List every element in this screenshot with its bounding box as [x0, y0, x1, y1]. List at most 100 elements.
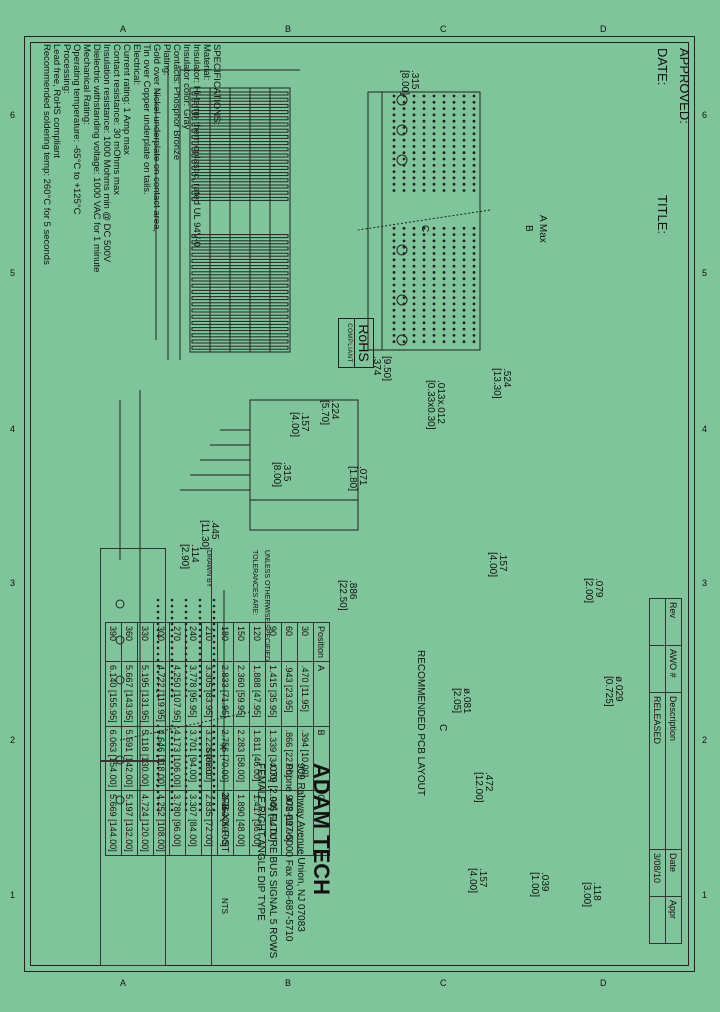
pcb-hole — [170, 724, 174, 728]
contact-hole — [392, 170, 396, 174]
contact-hole — [432, 321, 436, 325]
pcb-hole — [184, 610, 188, 614]
tail-pin — [191, 147, 289, 152]
revision-cell — [649, 645, 666, 693]
dim-label: [12.00] — [473, 772, 484, 803]
contact-hole — [412, 138, 416, 142]
contact-hole — [412, 132, 416, 136]
contact-hole — [462, 321, 466, 325]
pcb-hole — [198, 628, 202, 632]
contact-hole — [462, 308, 466, 312]
pcb-hole — [198, 634, 202, 638]
pcb-hole — [156, 682, 160, 686]
tail-pin — [191, 345, 289, 350]
contact-hole — [412, 157, 416, 161]
contact-hole — [392, 321, 396, 325]
contact-hole — [472, 258, 476, 262]
contact-hole — [442, 308, 446, 312]
contact-hole — [392, 132, 396, 136]
pcb-hole — [212, 658, 216, 662]
part-description-2: FEMALE RIGHT ANGLE DIP TYPE — [255, 763, 266, 921]
contact-hole — [472, 308, 476, 312]
pcb-hole — [212, 760, 216, 764]
pcb-hole — [170, 808, 174, 812]
contact-hole — [432, 277, 436, 281]
dim-label: .315 — [281, 462, 292, 482]
pcb-hole — [212, 772, 216, 776]
contact-hole — [472, 151, 476, 155]
contact-hole — [472, 157, 476, 161]
dim-label: [11.30] — [199, 520, 210, 550]
contact-hole — [472, 245, 476, 249]
contact-hole — [422, 245, 426, 249]
mounting-hole — [396, 334, 408, 346]
contact-hole — [422, 296, 426, 300]
contact-hole — [462, 258, 466, 262]
dim-label: C — [437, 724, 448, 732]
dim-label: [4.00] — [289, 412, 300, 438]
mounting-hole — [396, 124, 408, 136]
pcb-hole — [156, 616, 160, 620]
contact-hole — [392, 182, 396, 186]
pcb-hole — [170, 742, 174, 746]
dim-label: .157 — [477, 868, 488, 888]
zone-letter: B — [285, 24, 292, 34]
zone-letter: B — [285, 978, 292, 988]
pcb-hole — [184, 790, 188, 794]
pcb-hole — [198, 676, 202, 680]
pcb-hole — [212, 730, 216, 734]
contact-hole — [422, 157, 426, 161]
contact-hole — [392, 163, 396, 167]
contact-hole — [472, 283, 476, 287]
pcb-hole — [156, 802, 160, 806]
tail-pin — [191, 134, 289, 139]
mounting-hole — [396, 94, 408, 106]
pcb-hole — [156, 634, 160, 638]
pcb-hole — [170, 778, 174, 782]
contact-hole — [462, 107, 466, 110]
zone-letter: C — [440, 24, 447, 34]
contact-hole — [462, 94, 466, 98]
pcb-hole — [156, 772, 160, 776]
pcb-hole — [212, 766, 216, 770]
contact-hole — [392, 113, 396, 117]
pcb-hole — [184, 802, 188, 806]
contact-holes — [392, 94, 476, 344]
contact-hole — [472, 170, 476, 174]
pcb-hole — [198, 766, 202, 770]
contact-hole — [462, 126, 466, 129]
contact-hole — [442, 100, 446, 104]
contact-hole — [432, 340, 436, 344]
contact-hole — [422, 132, 426, 136]
tail-pin — [191, 196, 289, 201]
pcb-hole — [156, 766, 160, 770]
contact-hole — [452, 245, 456, 249]
contact-hole — [472, 271, 476, 274]
contact-hole — [392, 277, 396, 281]
pcb-hole — [170, 604, 174, 608]
pcb-hole — [156, 790, 160, 794]
pcb-hole — [170, 658, 174, 662]
revision-header-cell: AWO # — [665, 645, 682, 693]
contact-hole — [402, 226, 406, 230]
contact-hole — [462, 233, 466, 237]
pcb-hole — [170, 736, 174, 740]
contact-hole — [452, 157, 456, 161]
contact-hole — [442, 252, 446, 255]
zone-number: 5 — [702, 268, 708, 278]
pcb-hole — [184, 604, 188, 608]
contact-hole — [472, 315, 476, 318]
zone-number: 2 — [10, 735, 16, 745]
zone-number: 6 — [702, 110, 708, 120]
tail-pin — [191, 271, 289, 276]
contact-hole — [402, 157, 406, 161]
tail-pin — [191, 110, 289, 115]
contact-hole — [422, 327, 426, 331]
zone-letter: A — [120, 978, 127, 988]
scale: NTS — [220, 898, 229, 914]
contact-hole — [412, 289, 416, 293]
contact-hole — [422, 239, 426, 243]
contact-hole — [392, 245, 396, 249]
contact-hole — [452, 182, 456, 186]
contact-hole — [442, 277, 446, 281]
